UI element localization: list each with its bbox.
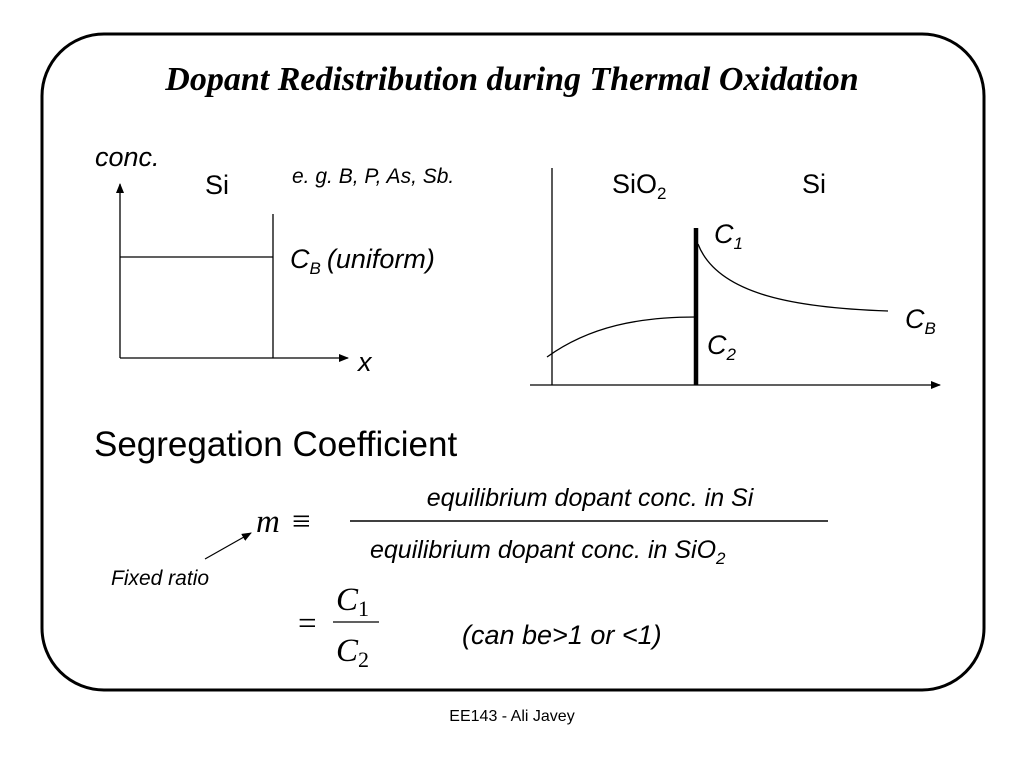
- cb-bulk-symbol: C: [905, 304, 925, 334]
- segregation-equation: Segregation Coefficient m ≡ equilibrium …: [94, 425, 828, 672]
- frac-c2-symbol: C: [336, 633, 359, 669]
- c1-symbol: C: [714, 219, 734, 249]
- sio2-subscript: 2: [657, 184, 666, 203]
- uniform-level-label: CB (uniform): [290, 244, 435, 278]
- right-si-region-label: Si: [802, 169, 826, 199]
- segregation-heading: Segregation Coefficient: [94, 425, 457, 464]
- c1-label: C1: [714, 219, 743, 253]
- cb-bulk-label: CB: [905, 304, 936, 338]
- slide-title: Dopant Redistribution during Thermal Oxi…: [164, 61, 858, 98]
- slide-frame: [40, 32, 986, 692]
- c2-label: C2: [707, 330, 737, 364]
- silicon-dopant-profile: [697, 243, 889, 312]
- left-y-axis-label: conc.: [95, 142, 160, 172]
- c2-subscript: 2: [726, 345, 737, 364]
- slide-footer: EE143 - Ali Javey: [449, 708, 575, 725]
- uniform-note: (uniform): [327, 244, 435, 274]
- cb-subscript: B: [310, 259, 321, 278]
- c1-over-c2-numerator: C1: [336, 582, 369, 621]
- fixed-ratio-arrow: [204, 532, 252, 560]
- frac-c1-symbol: C: [336, 582, 359, 618]
- c1-over-c2-denominator: C2: [336, 633, 369, 672]
- c1-subscript: 1: [734, 234, 743, 253]
- frac-c1-subscript: 1: [358, 596, 369, 621]
- left-concentration-plot: conc. Si e. g. B, P, As, Sb. CB (uniform)…: [95, 142, 454, 377]
- equiv-symbol: ≡: [292, 504, 311, 540]
- oxide-dopant-profile: [546, 316, 697, 358]
- cb-symbol: C: [290, 244, 310, 274]
- sio2-region-label: SiO2: [612, 169, 666, 203]
- sio2-text: SiO: [612, 169, 657, 199]
- left-si-region-label: Si: [205, 170, 229, 200]
- denominator-subscript: 2: [715, 549, 726, 568]
- c2-symbol: C: [707, 330, 727, 360]
- cb-bulk-subscript: B: [925, 319, 936, 338]
- dopant-examples-note: e. g. B, P, As, Sb.: [292, 165, 454, 188]
- numerator-text: equilibrium dopant conc. in Si: [427, 484, 755, 512]
- fixed-ratio-label: Fixed ratio: [111, 567, 209, 590]
- left-x-axis-label: x: [356, 347, 373, 377]
- denominator-text: equilibrium dopant conc. in SiO2: [370, 536, 726, 568]
- frac-c2-subscript: 2: [358, 647, 369, 672]
- ratio-range-note: (can be>1 or <1): [462, 620, 662, 650]
- equals-symbol: =: [298, 606, 317, 642]
- right-profile-plot: SiO2 Si C1 C2 CB: [530, 168, 941, 389]
- m-symbol: m: [256, 504, 280, 540]
- denominator-main: equilibrium dopant conc. in SiO: [370, 536, 716, 564]
